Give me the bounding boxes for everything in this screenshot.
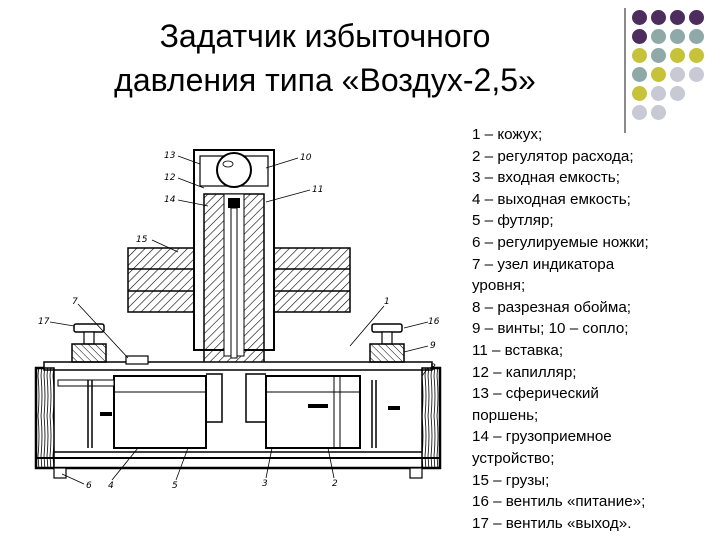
- output-tank: [57, 375, 207, 449]
- decor-dot: [651, 10, 666, 25]
- legend-item: 3 – входная емкость;: [472, 169, 620, 187]
- label-12: 12: [164, 173, 176, 183]
- label-9: 9: [430, 341, 436, 351]
- decor-dot: [689, 48, 704, 63]
- level-indicator: [125, 355, 149, 365]
- decor-dot: [651, 29, 666, 44]
- decor-dot: [689, 67, 704, 82]
- label-1: 1: [384, 297, 390, 307]
- decor-dot: [632, 67, 647, 82]
- decor-dot: [670, 105, 685, 120]
- label-4: 4: [108, 481, 114, 491]
- label-14: 14: [164, 195, 176, 205]
- valve-supply: [369, 323, 405, 363]
- label-11: 11: [312, 185, 323, 195]
- decor-dot: [651, 67, 666, 82]
- legend-item: 14 – грузоприемное: [472, 428, 612, 446]
- legend-item: 4 – выходная емкость;: [472, 190, 631, 208]
- label-7: 7: [72, 297, 78, 307]
- label-6: 6: [86, 481, 92, 491]
- decor-dot: [670, 86, 685, 101]
- label-15: 15: [136, 235, 148, 245]
- legend-item: 8 – разрезная обойма;: [472, 298, 632, 316]
- label-8: 8: [430, 363, 436, 373]
- decorative-divider: [624, 8, 626, 133]
- decor-dot: [651, 48, 666, 63]
- label-13: 13: [164, 151, 176, 161]
- decor-dot: [670, 48, 685, 63]
- label-2: 2: [332, 479, 338, 489]
- spherical-piston: [216, 152, 252, 188]
- legend-item: 9 – винты; 10 – сопло;: [472, 320, 629, 338]
- legend-item: поршень;: [472, 406, 539, 424]
- label-3: 3: [262, 479, 268, 489]
- pressure-setter-diagram: 13 12 14 15 10 11 7 17 1 16 9 8 6 4 5 3 …: [34, 149, 442, 491]
- legend-item: 7 – узел индикатора: [472, 255, 615, 273]
- label-5: 5: [172, 481, 178, 491]
- legend-item: 16 – вентиль «питание»;: [472, 493, 646, 511]
- legend-item: 12 – капилляр;: [472, 363, 577, 381]
- legend-item: 17 – вентиль «выход».: [472, 514, 632, 532]
- leader-lines: [49, 155, 429, 485]
- slide-title-line2: давления типа «Воздух-2,5»: [114, 62, 536, 98]
- slide-title: Задатчик избыточного давления типа «Возд…: [40, 14, 610, 102]
- legend-item: 1 – кожух;: [472, 126, 543, 143]
- legend-item: 11 – вставка;: [472, 341, 564, 359]
- decor-dot: [689, 29, 704, 44]
- connecting-pipes: [206, 373, 266, 423]
- legend-item: 5 – футляр;: [472, 212, 554, 230]
- valve-output: [71, 323, 107, 363]
- decor-dot: [651, 86, 666, 101]
- decor-dot: [632, 86, 647, 101]
- legend-item: устройство;: [472, 449, 555, 467]
- decor-dot: [689, 86, 704, 101]
- decor-dot: [651, 124, 666, 139]
- decor-dot: [670, 124, 685, 139]
- decor-dot: [632, 48, 647, 63]
- decor-dot: [632, 124, 647, 139]
- legend-item: 2 – регулятор расхода;: [472, 147, 634, 165]
- decor-dot: [632, 105, 647, 120]
- component-legend: 1 – кожух; 2 – регулятор расхода; 3 – вход…: [472, 124, 712, 534]
- label-17: 17: [38, 317, 50, 327]
- decor-dot: [689, 10, 704, 25]
- decor-dot: [632, 10, 647, 25]
- decor-dot: [689, 124, 704, 139]
- slide-title-line1: Задатчик избыточного: [159, 18, 491, 54]
- label-16: 16: [428, 317, 440, 327]
- decorative-dot-grid: [632, 10, 720, 139]
- decor-dot: [632, 29, 647, 44]
- legend-item: 13 – сферический: [472, 385, 599, 403]
- decor-dot: [651, 105, 666, 120]
- label-10: 10: [300, 153, 312, 163]
- adjustable-feet: [53, 467, 423, 479]
- decor-dot: [670, 10, 685, 25]
- decor-dot: [670, 67, 685, 82]
- decor-dot: [670, 29, 685, 44]
- decor-dot: [689, 105, 704, 120]
- legend-item: 15 – грузы;: [472, 471, 550, 489]
- input-tank: [265, 375, 400, 449]
- legend-item: 6 – регулируемые ножки;: [472, 233, 649, 251]
- base-housing: [34, 361, 442, 470]
- legend-item: уровня;: [472, 277, 526, 295]
